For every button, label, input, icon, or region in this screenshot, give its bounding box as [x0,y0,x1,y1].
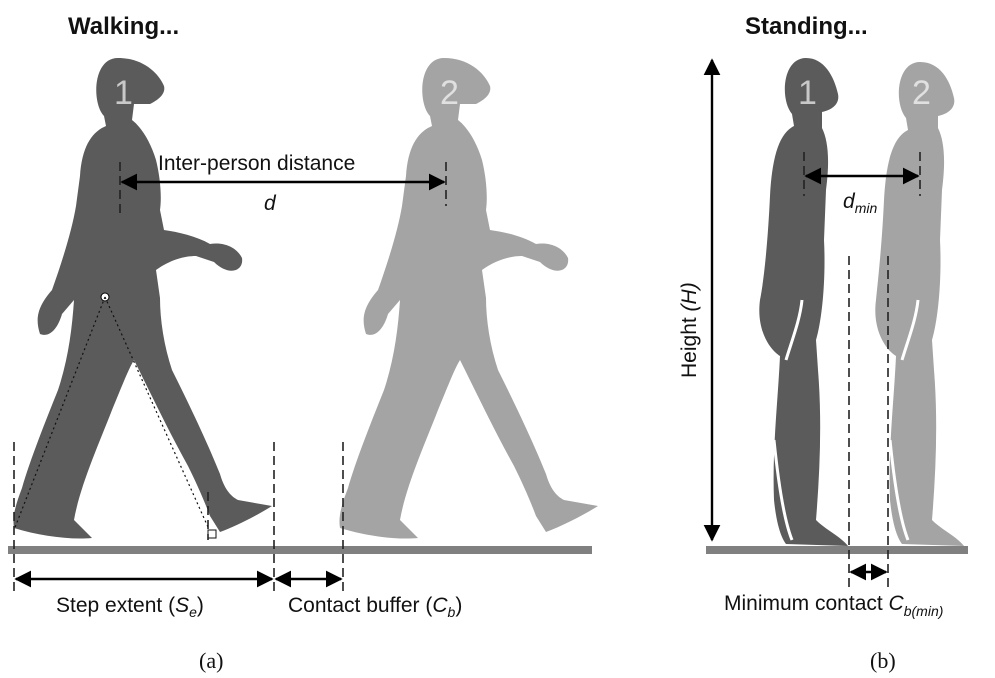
ground-line-a [8,546,592,554]
toe-marker [208,530,216,538]
caption-b: (b) [870,648,896,673]
contact-buffer-label: Contact buffer (Cb) [288,594,462,620]
panel-standing: Standing... Height (H) 1 2 dmin Minimum … [678,13,968,673]
person-1-number: 1 [114,74,133,112]
walking-person-2: 2 [339,58,598,539]
standing-person-2-number: 2 [912,74,931,112]
standing-person-1: 1 [759,58,848,546]
dmin-label: dmin [843,190,877,216]
distance-symbol: d [264,192,277,215]
person-2-number: 2 [440,74,459,112]
walking-person-1: 1 [13,58,272,539]
standing-title: Standing... [745,13,868,40]
panel-walking: Walking... 1 2 Inter-person distance d [8,13,598,673]
caption-a: (a) [199,648,223,673]
standing-person-1-number: 1 [798,74,817,112]
height-label: Height (H) [678,282,701,378]
min-contact-label: Minimum contact Cb(min) [724,592,943,619]
step-extent-label: Step extent (Se) [56,594,204,620]
walking-title: Walking... [68,13,179,40]
inter-person-distance-label: Inter-person distance [158,152,355,175]
ground-line-b [706,546,968,554]
